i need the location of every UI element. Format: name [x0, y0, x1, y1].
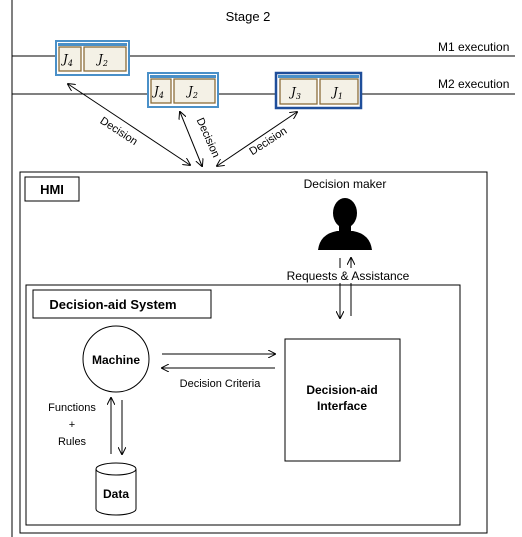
decision-label-left: Decision	[98, 115, 140, 148]
job-label: J2	[95, 52, 108, 68]
machine-node	[82, 325, 150, 393]
m2-job-block-b: J3 J1	[274, 71, 363, 110]
job-cell-j1	[319, 78, 359, 105]
job-cell-j2	[83, 46, 127, 72]
decision-maker-icon	[318, 198, 372, 250]
m1-job-block: J4 J2	[55, 40, 130, 76]
interface-label-line2: Interface	[317, 399, 367, 413]
job-label: J4	[60, 52, 73, 68]
decision-criteria-label: Decision Criteria	[180, 378, 262, 390]
decision-arrow-m2b	[217, 112, 297, 166]
decision-maker-label: Decision maker	[304, 177, 387, 191]
hmi-box	[19, 171, 488, 534]
das-title-box	[32, 289, 212, 319]
job-cell-j4	[58, 46, 82, 72]
decision-arrow-m2a	[180, 112, 202, 166]
decision-arrow-m1	[68, 84, 190, 165]
hmi-title-box	[24, 176, 80, 202]
rules-label: Rules	[58, 436, 87, 448]
plus-label: +	[69, 419, 75, 431]
das-box	[25, 284, 461, 526]
das-title: Decision-aid System	[49, 297, 176, 312]
hmi-title: HMI	[40, 182, 64, 197]
functions-label: Functions	[48, 402, 96, 414]
machine-label: Machine	[92, 353, 140, 367]
m2-execution-label: M2 execution	[438, 77, 509, 91]
stage-label: Stage 2	[226, 9, 271, 24]
m2-job-block-a: J4 J2	[147, 72, 219, 108]
job-label: J1	[330, 85, 343, 101]
data-label: Data	[103, 487, 129, 501]
m1-execution-label: M1 execution	[438, 40, 509, 54]
decision-label-middle: Decision	[194, 116, 222, 159]
decision-aid-interface-box	[284, 338, 401, 462]
job-label: J3	[288, 85, 301, 101]
requests-assistance-label: Requests & Assistance	[287, 269, 410, 283]
interface-label-line1: Decision-aid	[306, 383, 377, 397]
data-store-icon	[95, 462, 137, 516]
job-cell-j3	[279, 78, 318, 105]
